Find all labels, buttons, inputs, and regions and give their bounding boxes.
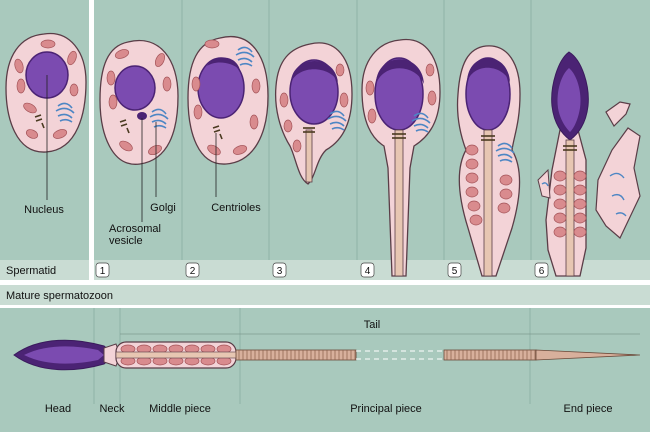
mature-title-band xyxy=(0,285,650,305)
acrosomal-vesicle xyxy=(137,112,147,120)
spermatid-stage-label: Spermatid xyxy=(6,265,56,277)
fibrous-sheath-ribs xyxy=(238,350,356,360)
spermatid-divider xyxy=(89,0,94,280)
centrioles-icon xyxy=(481,135,495,141)
residual-fragment xyxy=(537,168,551,199)
stage-number-4: 4 xyxy=(360,262,375,278)
nucleus xyxy=(289,59,339,125)
centrioles-icon xyxy=(34,114,45,129)
head-nucleus xyxy=(24,346,104,364)
golgi-icon xyxy=(411,112,431,133)
region-label-middle-piece: Middle piece xyxy=(149,403,211,415)
mitochondria xyxy=(365,63,437,124)
svg-text:5: 5 xyxy=(452,266,458,277)
golgi-icon xyxy=(541,172,627,217)
stage-2-cell: Centrioles xyxy=(187,36,269,214)
spermatid-cell: Nucleus xyxy=(5,32,87,216)
stage-4-cell xyxy=(361,38,441,277)
mitochondria xyxy=(191,39,261,156)
svg-text:2: 2 xyxy=(190,266,196,277)
svg-text:3: 3 xyxy=(277,266,283,277)
stage-number-2: 2 xyxy=(185,262,200,278)
stage-1-cell: Golgi Acrosomal vesicle xyxy=(99,39,179,247)
region-label-principal-piece: Principal piece xyxy=(350,403,422,415)
stage-6-cell xyxy=(537,51,641,277)
acrosome-cap xyxy=(467,58,510,82)
mitochondria xyxy=(106,49,172,156)
flagellum xyxy=(305,129,313,183)
column-separators xyxy=(181,0,532,280)
mitochondria xyxy=(14,39,79,139)
svg-text:1: 1 xyxy=(100,266,106,277)
golgi-icon xyxy=(327,110,347,131)
residual-fragment xyxy=(605,101,631,127)
acrosome-cap xyxy=(207,57,240,70)
stage-5-cell xyxy=(456,45,521,277)
flagellum xyxy=(394,129,404,277)
centrioles-icon xyxy=(563,145,577,151)
flagellum xyxy=(565,139,575,277)
stage-number-6: 6 xyxy=(534,262,549,278)
principal-piece xyxy=(235,349,357,361)
centrioles-label: Centrioles xyxy=(211,202,261,214)
golgi-icon xyxy=(149,108,169,129)
region-label-end-piece: End piece xyxy=(564,403,613,415)
stage-number-5: 5 xyxy=(447,262,462,278)
fibrous-sheath-ribs xyxy=(446,350,536,360)
centrioles-icon xyxy=(392,133,406,139)
svg-text:4: 4 xyxy=(365,266,371,277)
tail-label: Tail xyxy=(364,319,381,331)
golgi-icon xyxy=(55,102,75,123)
golgi-icon xyxy=(235,46,255,67)
golgi-label: Golgi xyxy=(150,202,176,214)
flagellum xyxy=(483,129,493,277)
end-piece xyxy=(535,349,641,361)
mature-spermatozoon xyxy=(13,339,641,371)
region-label-head: Head xyxy=(45,403,71,415)
mitochondria xyxy=(279,63,349,153)
nucleus xyxy=(557,68,581,132)
nucleus-label: Nucleus xyxy=(24,204,64,216)
principal-piece-distal xyxy=(443,349,537,361)
nucleus xyxy=(114,65,156,111)
mature-spermatozoon-title: Mature spermatozoon xyxy=(6,290,113,302)
acrosome-cap xyxy=(291,60,338,82)
centrioles-icon xyxy=(212,125,223,140)
region-label-neck: Neck xyxy=(99,403,125,415)
stage-3-cell xyxy=(274,42,353,185)
stage-number-3: 3 xyxy=(272,262,287,278)
centrioles-icon xyxy=(119,119,130,134)
acrosomal-label-line-2: vesicle xyxy=(109,235,143,247)
region-label-band xyxy=(0,404,650,432)
mitochondria xyxy=(465,144,513,226)
centrioles-icon xyxy=(303,127,315,133)
acrosomal-label-line-1: Acrosomal xyxy=(109,223,161,235)
stage-numbers: 1 2 3 4 5 6 xyxy=(95,262,549,278)
acrosome-cap xyxy=(376,59,424,84)
mitochondria xyxy=(553,170,587,238)
golgi-icon xyxy=(495,142,515,163)
residual-body xyxy=(595,127,641,239)
stage-number-1: 1 xyxy=(95,262,110,278)
svg-text:6: 6 xyxy=(539,266,545,277)
mitochondrial-sheath xyxy=(120,344,232,366)
